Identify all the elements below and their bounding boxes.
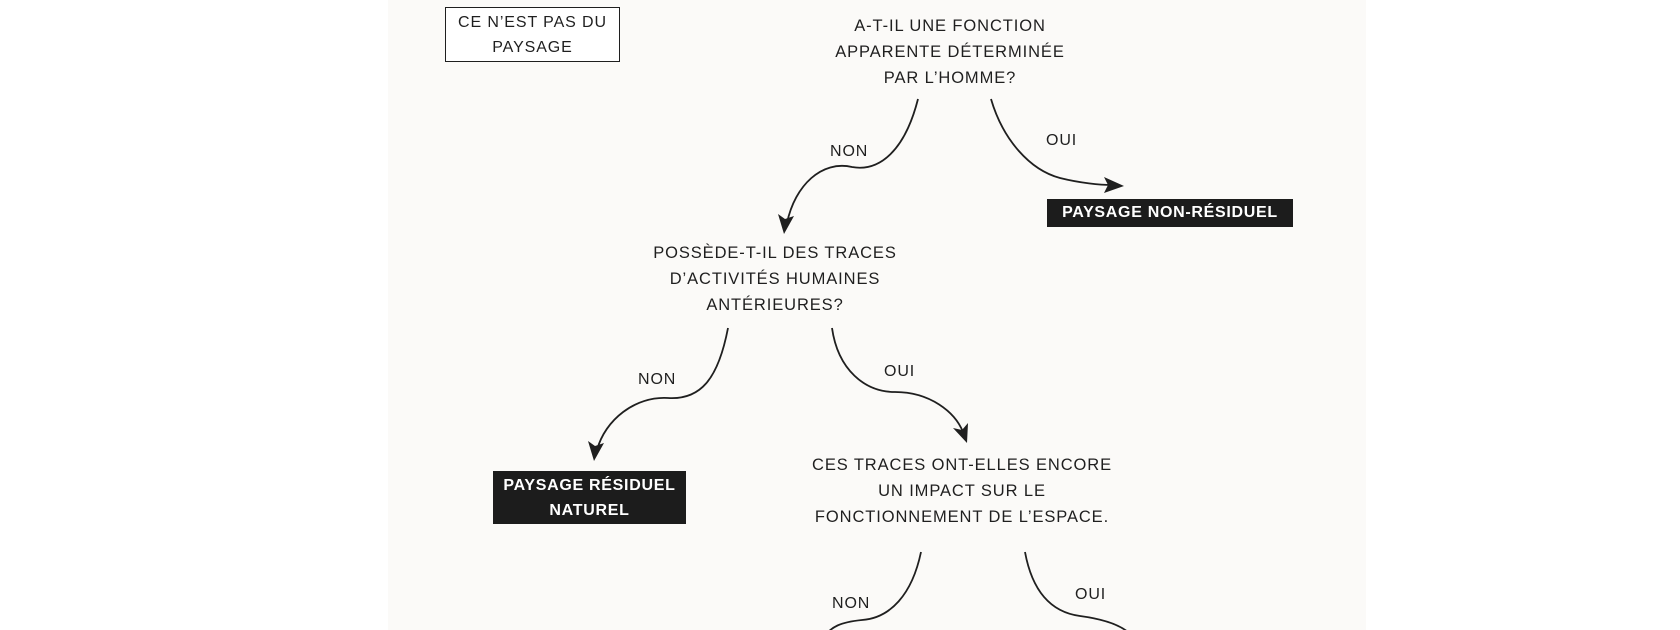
arrow-impact-yes [1024, 551, 1127, 630]
answer-impact-yes: OUI [1075, 586, 1107, 603]
arrow-traces-yes-head [953, 423, 968, 443]
arrow-function-yes [990, 98, 1113, 186]
answer-traces-no: NON [638, 371, 677, 388]
question-function: A-T-IL UNE FONCTION APPARENTE DÉTERMINÉE… [835, 17, 1065, 87]
answer-function-no: NON [830, 143, 869, 160]
result-residual-natural: PAYSAGE RÉSIDUEL NATUREL [493, 471, 686, 524]
arrow-function-no [786, 98, 919, 224]
question-traces: POSSÈDE-T-IL DES TRACES D’ACTIVITÉS HUMA… [653, 244, 897, 314]
arrow-function-yes-head [1104, 177, 1124, 193]
answer-traces-yes: OUI [884, 363, 916, 380]
question-impact: CES TRACES ONT-ELLES ENCORE UN IMPACT SU… [812, 456, 1112, 526]
not-landscape-box: CE N’EST PAS DU PAYSAGE [445, 7, 620, 62]
arrow-impact-no [828, 551, 922, 630]
arrow-traces-no-head [588, 441, 604, 461]
arrow-function-no-head [778, 214, 794, 234]
diagram-paper [388, 0, 1366, 630]
arrow-traces-no [596, 327, 729, 451]
answer-impact-no: NON [832, 595, 871, 612]
answer-function-yes: OUI [1046, 132, 1078, 149]
result-non-residual: PAYSAGE NON-RÉSIDUEL [1047, 199, 1293, 227]
arrow-traces-yes [831, 327, 964, 433]
